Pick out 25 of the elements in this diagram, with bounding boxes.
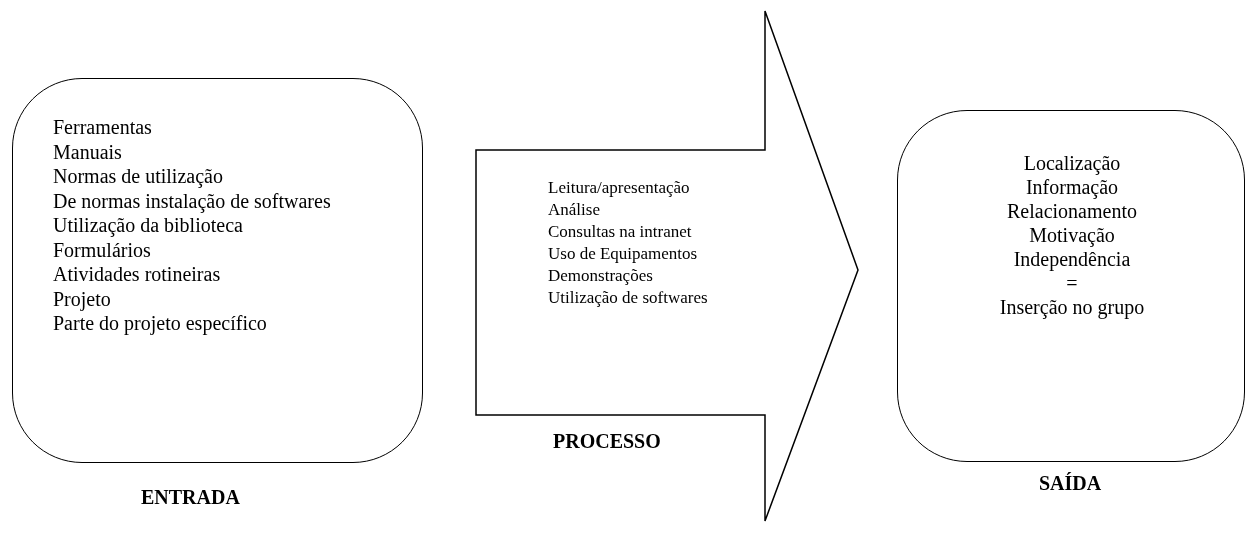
input-item: Projeto	[53, 286, 112, 311]
input-item: Manuais	[53, 139, 123, 164]
input-item: Formulários	[53, 237, 152, 262]
output-item: Inserção no grupo	[998, 295, 1146, 319]
section-heading: SAÍDA	[1039, 472, 1102, 495]
output-item: Independência	[1012, 247, 1132, 271]
process-step: Demonstrações	[548, 265, 788, 287]
output-item: Relacionamento	[1006, 199, 1138, 223]
input-item: Atividades rotineiras	[53, 262, 222, 287]
input-item: Parte do projeto específico	[53, 311, 268, 336]
input-item: Ferramentas	[53, 115, 153, 140]
input-item: Utilização da biblioteca	[53, 213, 244, 238]
section-heading: PROCESSO	[553, 430, 661, 453]
process-step: Leitura/apresentação	[548, 177, 788, 199]
process-step: Uso de Equipamentos	[548, 243, 788, 265]
output-item: Motivação	[1028, 223, 1116, 247]
output-item: =	[1065, 271, 1079, 295]
input-item: De normas instalação de softwares	[53, 188, 332, 213]
input-item: Normas de utilização	[53, 164, 224, 189]
process-step: Consultas na intranet	[548, 221, 788, 243]
output-item: Informação	[1024, 175, 1120, 199]
process-step: Análise	[548, 199, 788, 221]
process-step: Utilização de softwares	[548, 287, 788, 309]
output-item: Localização	[1022, 151, 1122, 175]
section-heading: ENTRADA	[141, 486, 240, 509]
